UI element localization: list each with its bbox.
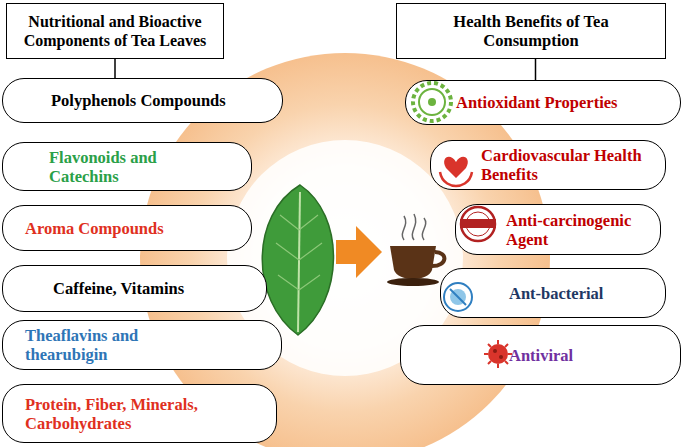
antioxidant-icon xyxy=(413,83,451,121)
item-box: Antioxidant Properties xyxy=(405,80,681,125)
header-box: Health Benefits of Tea Consumption xyxy=(396,3,666,59)
item-box: Theaflavins and thearubigin xyxy=(2,320,282,370)
item-box: Flavonoids and Catechins xyxy=(2,142,252,191)
item-label: Caffeine, Vitamins xyxy=(53,279,184,298)
item-label: Antioxidant Properties xyxy=(456,93,617,112)
item-box: Ant-bacterial xyxy=(440,268,666,318)
item-box: Cardiovascular Health Benefits xyxy=(430,140,666,190)
tea-cup xyxy=(387,214,444,286)
item-label: Protein, Fiber, Minerals, Carbohydrates xyxy=(25,395,265,433)
item-box: Protein, Fiber, Minerals, Carbohydrates xyxy=(2,384,277,443)
header-text: Health Benefits of Tea Consumption xyxy=(421,12,641,50)
heart-hands-icon xyxy=(440,157,472,186)
item-label: Theaflavins and thearubigin xyxy=(25,326,195,364)
header-text: Nutritional and Bioactive Components of … xyxy=(13,12,218,50)
item-label: Antiviral xyxy=(509,346,573,365)
item-box: Antiviral xyxy=(400,325,681,385)
connector-line xyxy=(114,59,116,78)
item-box: Anti-carcinogenic Agent xyxy=(455,204,661,255)
item-box: Caffeine, Vitamins xyxy=(2,265,267,312)
item-label: Flavonoids and Catechins xyxy=(49,148,199,186)
connector-line xyxy=(535,59,537,80)
item-label: Cardiovascular Health Benefits xyxy=(481,146,665,184)
virus-icon xyxy=(484,340,512,368)
item-box: Aroma Compounds xyxy=(2,205,252,251)
item-label: Aroma Compounds xyxy=(25,219,164,238)
process-arrow xyxy=(336,226,382,278)
item-label: Ant-bacterial xyxy=(509,284,603,303)
anticancer-stamp-icon xyxy=(460,207,496,241)
item-label: Anti-carcinogenic Agent xyxy=(506,211,656,249)
antibacterial-icon xyxy=(444,283,472,311)
item-label: Polyphenols Compounds xyxy=(51,91,226,110)
item-box: Polyphenols Compounds xyxy=(2,78,283,123)
header-box: Nutritional and Bioactive Components of … xyxy=(6,3,224,59)
tea-leaf xyxy=(262,185,333,335)
